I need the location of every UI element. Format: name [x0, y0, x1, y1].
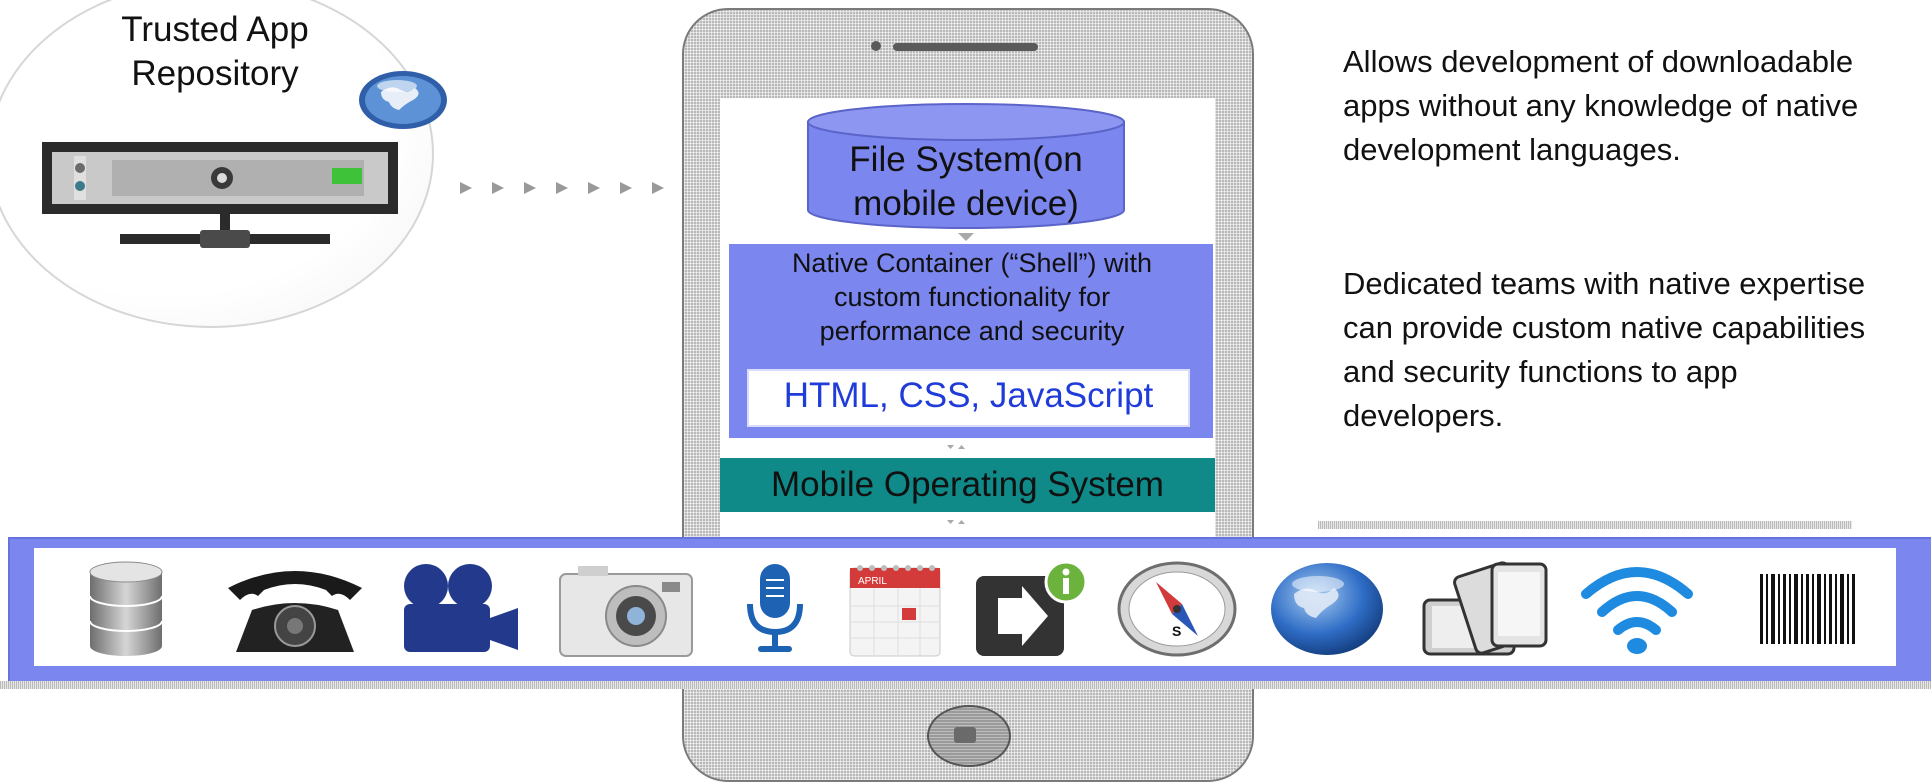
arrow-down-icon: [958, 233, 974, 241]
download-arrows: [460, 182, 664, 194]
telephone-icon: [228, 571, 362, 652]
server-icon: [42, 142, 398, 248]
native-container-line2: custom functionality for: [833, 282, 1111, 312]
speaker-grille: [893, 43, 1038, 51]
share-info-icon: [976, 560, 1088, 656]
divider: [1318, 521, 1852, 529]
calendar-icon: APRIL: [849, 565, 941, 657]
native-container-line3: performance and security: [819, 316, 1125, 346]
devices-icon: [1422, 561, 1548, 656]
bidirectional-arrow-icon: [947, 445, 965, 449]
file-system-cylinder: [807, 103, 1125, 229]
capabilities-shadow: [0, 681, 1931, 689]
mobile-os-label: Mobile Operating System: [771, 465, 1164, 504]
front-camera: [871, 41, 881, 51]
microphone-icon: [747, 564, 803, 652]
video-camera-icon: [404, 564, 518, 652]
globe-icon: [1271, 563, 1383, 655]
calendar-month-text: APRIL: [858, 576, 887, 587]
repository-title-line1: Trusted App: [121, 10, 309, 49]
compass-letter-text: S: [1172, 623, 1181, 639]
description-paragraph-2: Dedicated teams with native expertise ca…: [1343, 266, 1866, 433]
file-system-label: File System(on mobile device): [806, 138, 1126, 226]
native-container-label: Native Container (“Shell”) with custom f…: [737, 246, 1207, 348]
native-container-line1: Native Container (“Shell”) with: [791, 248, 1153, 278]
photo-camera-icon: [559, 566, 693, 657]
home-button-square: [954, 727, 976, 743]
repository-title: Trusted App Repository: [100, 8, 330, 96]
mobile-os-bar: [720, 458, 1215, 512]
web-tech-box: [747, 369, 1190, 427]
repository-title-line2: Repository: [131, 54, 299, 93]
globe-small-icon: [359, 71, 447, 129]
file-system-line2: mobile device): [853, 184, 1079, 223]
description-paragraph-1: Allows development of downloadable apps …: [1343, 44, 1859, 167]
wifi-icon: [1581, 567, 1693, 654]
bidirectional-arrow-icon: [947, 520, 965, 524]
file-system-line1: File System(on: [849, 140, 1083, 179]
web-tech-label: HTML, CSS, JavaScript: [783, 376, 1154, 415]
database-icon: [89, 561, 163, 656]
compass-icon: S: [1117, 561, 1237, 657]
barcode-icon: [1760, 574, 1855, 644]
